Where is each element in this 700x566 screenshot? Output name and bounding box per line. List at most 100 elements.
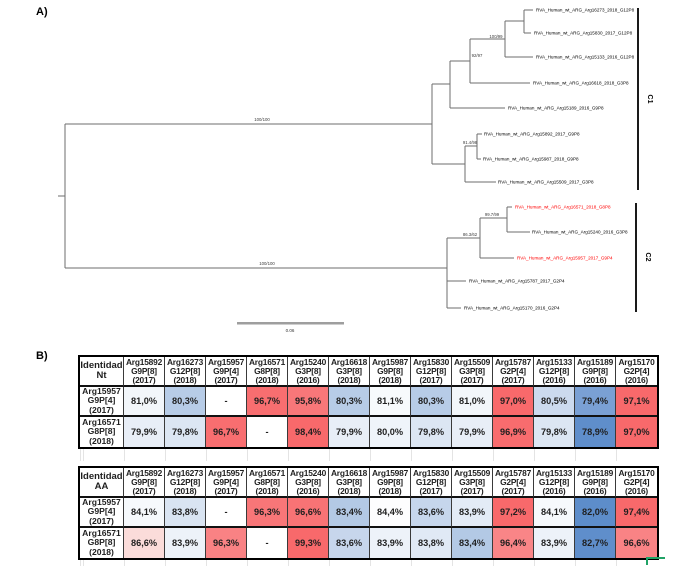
corner-line: Nt: [96, 370, 107, 381]
column-header-line: G12P[8]: [415, 476, 447, 487]
identity-value-cell: -: [247, 417, 288, 447]
column-header-line: Arg15892: [125, 357, 163, 367]
node-support-label: 100/100: [254, 117, 270, 122]
column-header-line: G12P[8]: [415, 365, 447, 376]
column-header-line: (2018): [255, 374, 279, 385]
identity-value-cell: 80,3%: [411, 387, 452, 417]
node-support-label: 91.4/98: [463, 140, 478, 145]
column-header-line: G8P[8]: [254, 476, 280, 487]
column-header-line: (2018): [378, 374, 402, 385]
row-header-line: (2018): [89, 546, 114, 557]
selection-corner-mark: [646, 557, 665, 565]
column-header-line: Arg15509: [453, 357, 491, 367]
column-header-line: Arg15987: [371, 468, 409, 478]
identity-value-cell: 83,8%: [165, 498, 206, 528]
column-header-line: G9P[8]: [131, 365, 157, 376]
node-support-label: 100/100: [259, 261, 275, 266]
column-header-line: Arg15957: [207, 357, 245, 367]
column-header-line: Arg16273: [166, 357, 204, 367]
node-support-label: 100/99: [489, 34, 503, 39]
identity-value-cell: 96,7%: [247, 387, 288, 417]
identity-value-cell: -: [206, 387, 247, 417]
scale-bar: [237, 322, 344, 325]
column-header-line: G9P[4]: [213, 365, 239, 376]
tree-leaf-label: RVA_Human_wt_ARG_Arg16273_2018_G12P8: [536, 8, 635, 13]
node-support-label: 86.3/62: [463, 232, 478, 237]
tree-leaf-label: RVA_Human_wt_ARG_Arg15787_2017_G2P4: [469, 279, 565, 284]
column-header-line: Arg15830: [412, 357, 450, 367]
row-header-line: (2017): [89, 515, 114, 526]
column-header-line: Arg15787: [494, 468, 532, 478]
column-header-line: (2016): [624, 374, 648, 385]
column-header-line: (2017): [132, 485, 156, 496]
column-header-line: Arg16571: [248, 468, 286, 478]
column-header-line: (2016): [542, 485, 566, 496]
column-header-line: G2P[4]: [623, 365, 650, 376]
column-header-line: G8P[8]: [254, 365, 280, 376]
cluster-label: C1: [646, 95, 653, 104]
column-header-line: Arg15133: [535, 357, 573, 367]
column-header-line: (2017): [501, 374, 525, 385]
row-header-line: G9P[4]: [87, 506, 116, 517]
column-header-line: Arg15189: [576, 468, 614, 478]
column-header-line: G9P[8]: [131, 476, 157, 487]
column-header-line: Arg15892: [125, 468, 163, 478]
column-header-line: (2016): [296, 374, 320, 385]
identity-value-cell: 80,0%: [370, 417, 411, 447]
column-header-line: (2017): [214, 374, 238, 385]
identity-value-cell: 81,0%: [452, 387, 493, 417]
column-header-line: G9P[8]: [377, 476, 403, 487]
column-header-line: Arg15987: [371, 357, 409, 367]
column-header-line: Arg16273: [166, 468, 204, 478]
identity-value-cell: 83,9%: [370, 528, 411, 558]
identity-value-cell: 96,3%: [206, 528, 247, 558]
panel-b-label: B): [36, 350, 48, 362]
identity-value-cell: 96,3%: [247, 498, 288, 528]
identity-value-cell: 84,1%: [124, 498, 165, 528]
identity-value-cell: 96,6%: [288, 498, 329, 528]
column-header-line: Arg16571: [248, 357, 286, 367]
identity-value-cell: 97,2%: [493, 498, 534, 528]
column-header-line: Arg15133: [535, 468, 573, 478]
column-header-line: G3P[8]: [295, 365, 321, 376]
column-header-line: G2P[4]: [500, 365, 526, 376]
tree-leaf-label: RVA_Human_wt_ARG_Arg15133_2016_G12P8: [536, 55, 635, 60]
node-support-label: 99.7/99: [485, 212, 500, 217]
column-header-line: G3P[8]: [295, 476, 321, 487]
identity-value-cell: 82,0%: [575, 498, 616, 528]
tree-leaf-label: RVA_Human_wt_ARG_Arg15892_2017_G9P8: [484, 132, 580, 137]
corner-line: Identidad: [80, 359, 123, 371]
corner-line: AA: [94, 481, 109, 492]
column-header-line: G12P[8]: [538, 365, 570, 376]
column-header-line: G9P[8]: [582, 476, 608, 487]
column-header-line: Arg15189: [576, 357, 614, 367]
identity-value-cell: -: [206, 498, 247, 528]
tree-leaf-label: RVA_Human_wt_ARG_Arg15957_2017_G9P4: [517, 256, 613, 261]
cluster-label: C2: [644, 253, 651, 262]
identity-value-cell: 84,4%: [370, 498, 411, 528]
tree-leaf-label: RVA_Human_wt_ARG_Arg16618_2018_G3P8: [533, 81, 629, 86]
column-header-line: Arg16618: [330, 357, 368, 367]
identity-value-cell: 79,8%: [165, 417, 206, 447]
identity-value-cell: 96,7%: [206, 417, 247, 447]
tree-leaf-label: RVA_Human_wt_ARG_Arg15987_2018_G9P8: [483, 157, 579, 162]
identity-value-cell: 97,4%: [616, 498, 657, 528]
